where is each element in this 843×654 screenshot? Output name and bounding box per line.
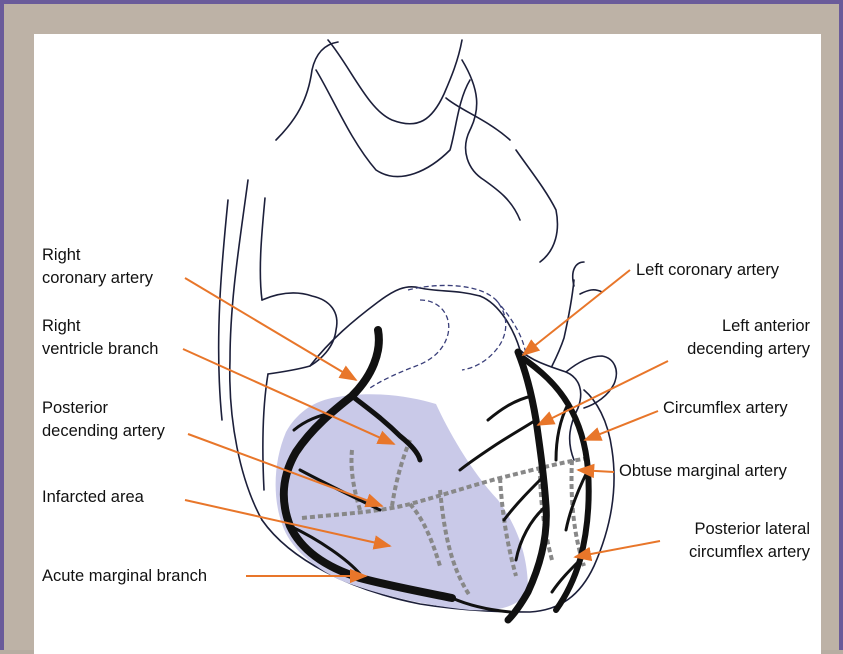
left-anterior-label-line2: decending artery bbox=[687, 339, 810, 360]
left-anterior-label-line1: Left anterior bbox=[722, 316, 810, 337]
infarcted-area-label: Infarcted area bbox=[42, 487, 144, 508]
aorta-outline bbox=[230, 180, 262, 520]
arrow-circumflex bbox=[585, 411, 658, 440]
hidden-contours bbox=[370, 285, 526, 388]
left-coronary-label: Left coronary artery bbox=[636, 260, 779, 281]
arrow-right-coronary bbox=[185, 278, 356, 380]
posterior-lateral-label-line1: Posterior lateral bbox=[694, 519, 810, 540]
arrow-obtuse-marginal bbox=[578, 470, 614, 472]
right-ventricle-label-line1: Right bbox=[42, 316, 81, 337]
right-coronary-label-line2: coronary artery bbox=[42, 268, 153, 289]
posterior-desc-label-line1: Posterior bbox=[42, 398, 108, 419]
acute-marginal-label: Acute marginal branch bbox=[42, 566, 207, 587]
posterior-desc-label-line2: decending artery bbox=[42, 421, 165, 442]
circumflex-label: Circumflex artery bbox=[663, 398, 788, 419]
right-coronary-label-line1: Right bbox=[42, 245, 81, 266]
arrow-posterior-lateral bbox=[575, 541, 660, 557]
obtuse-marginal-label: Obtuse marginal artery bbox=[619, 461, 787, 482]
arrow-left-coronary bbox=[523, 270, 630, 355]
posterior-lateral-label-line2: circumflex artery bbox=[689, 542, 810, 563]
right-ventricle-label-line2: ventricle branch bbox=[42, 339, 158, 360]
